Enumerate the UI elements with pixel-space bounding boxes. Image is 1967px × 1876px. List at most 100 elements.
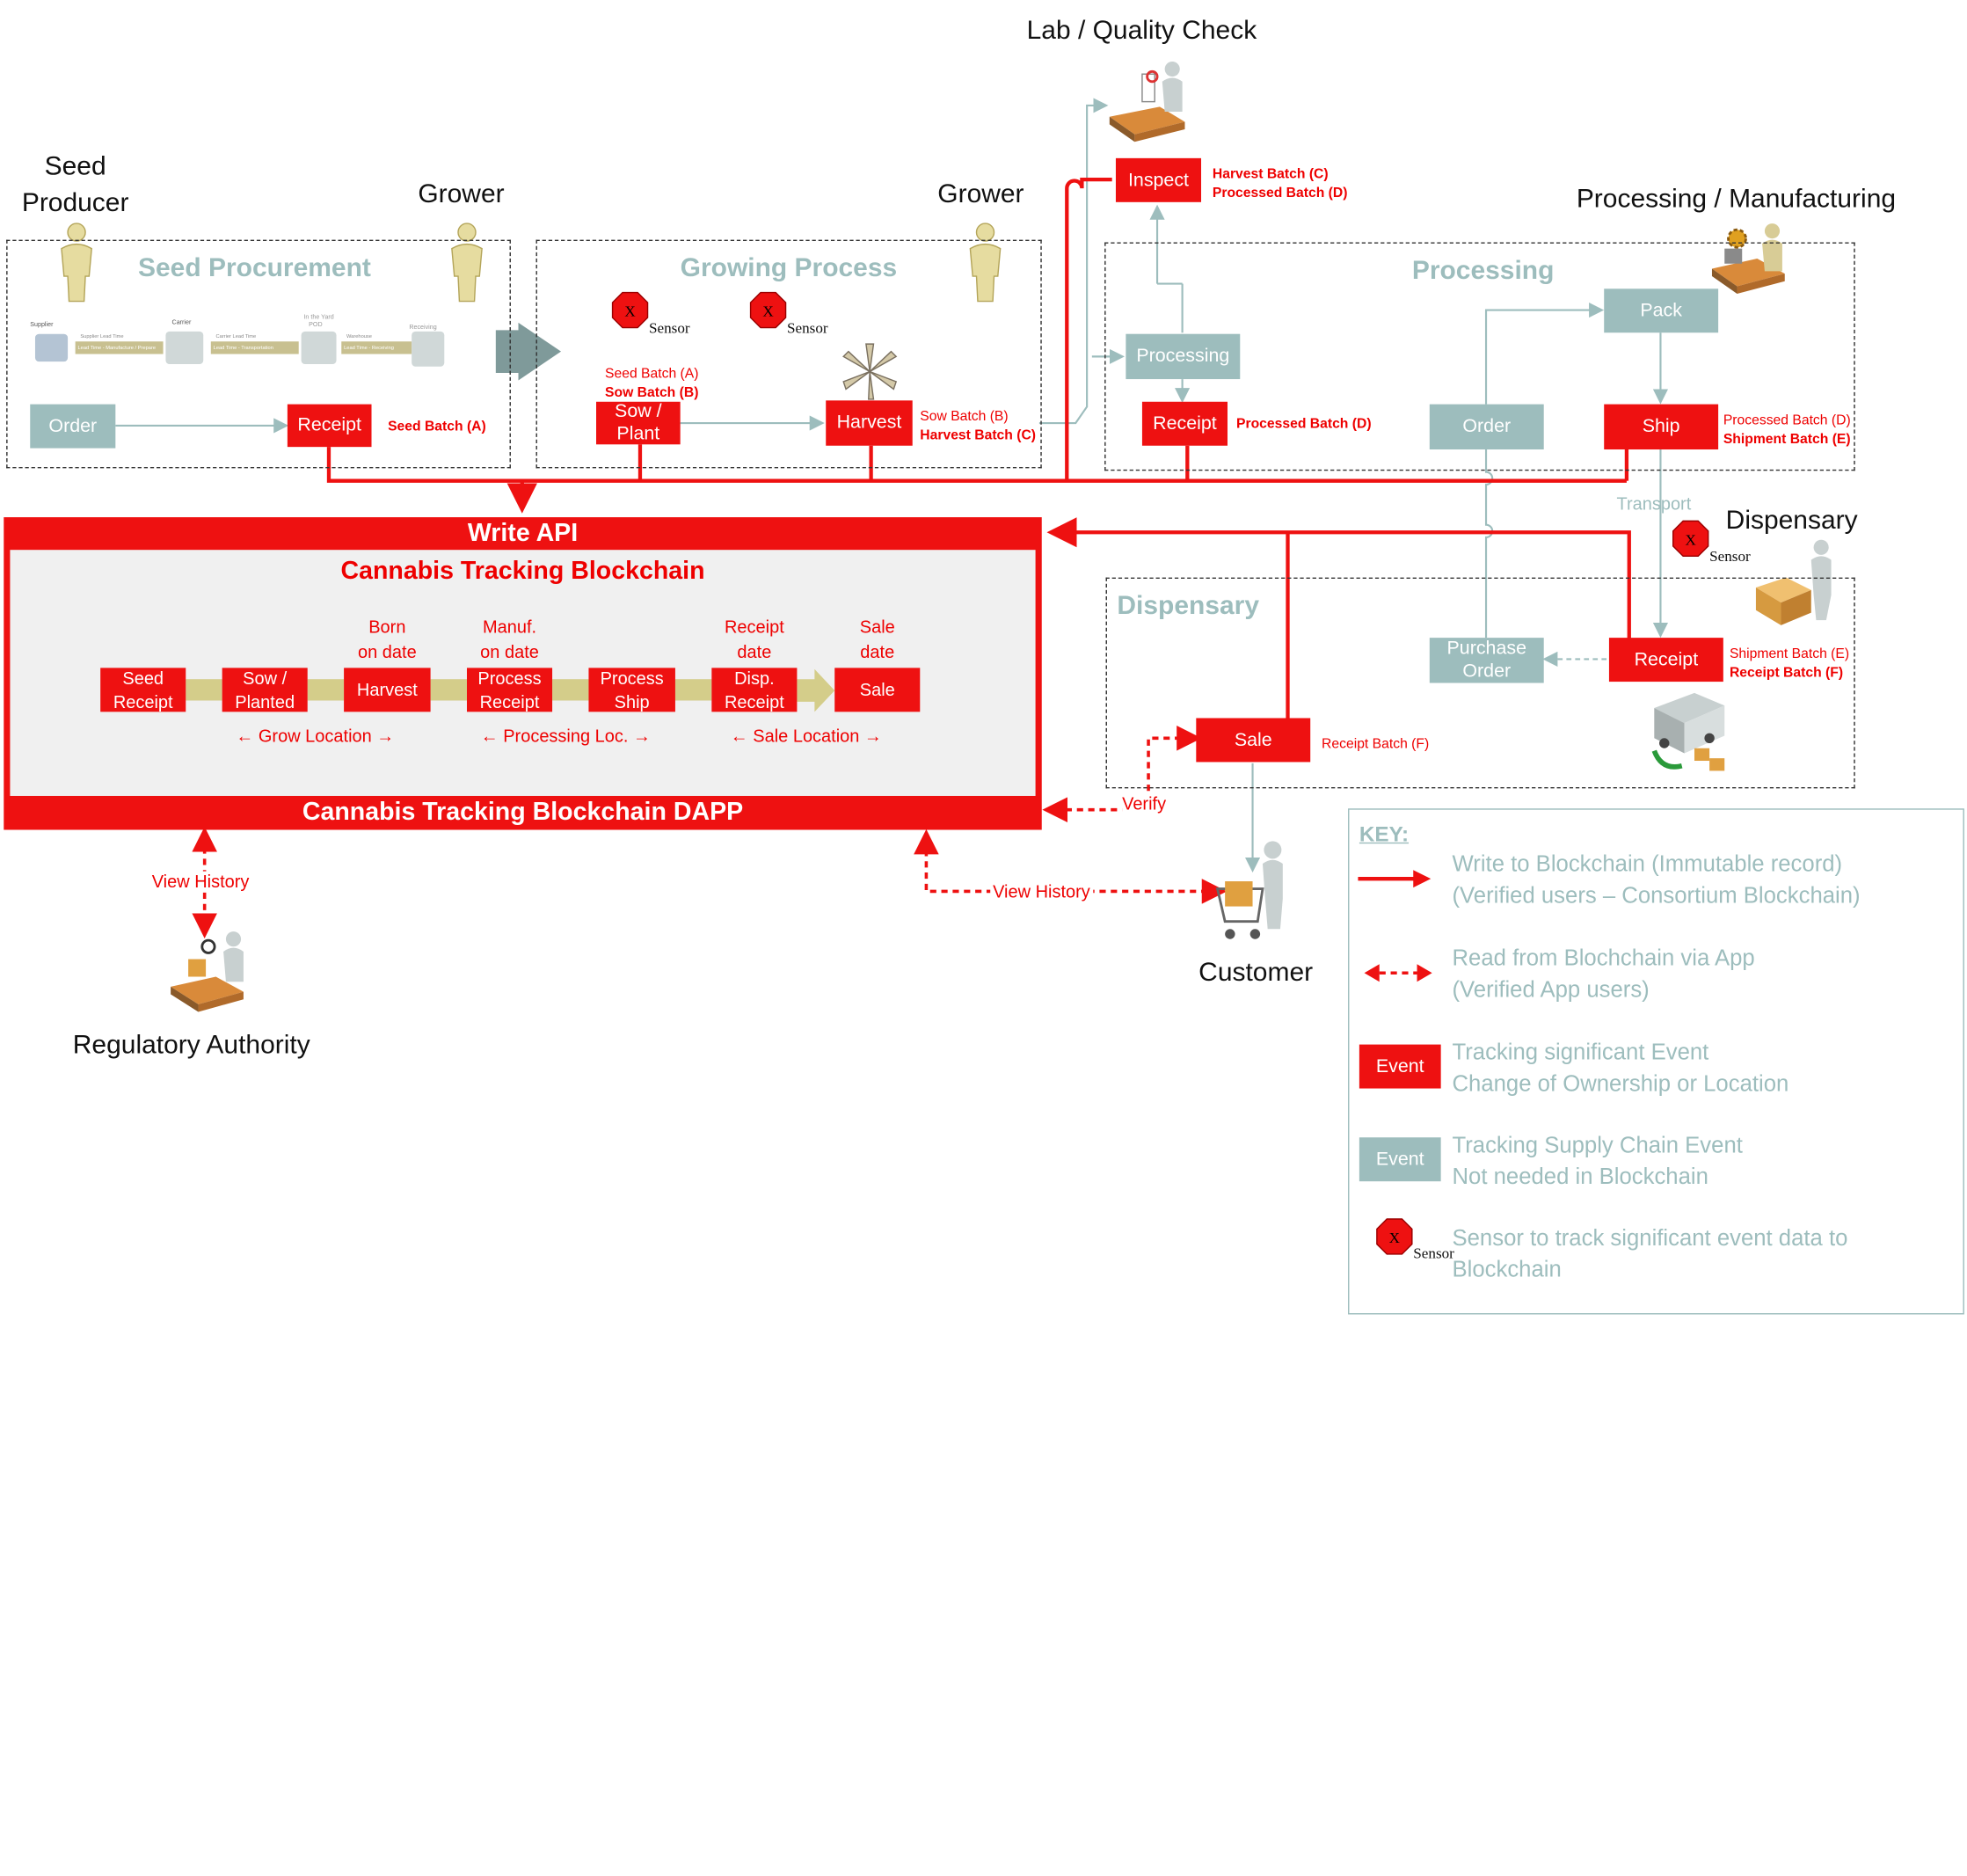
write-api-label: Write API: [467, 519, 579, 547]
actor-grower-1: Grower: [418, 179, 505, 208]
lab-worker-icon: [1109, 61, 1185, 142]
event-purchase-order[interactable]: Purchase Order: [1429, 638, 1544, 683]
event-order-processing[interactable]: Order: [1429, 404, 1544, 450]
chain-event-process-receipt[interactable]: Process Receipt: [466, 668, 553, 712]
batch-label-harvest: Sow Batch (B)Harvest Batch (C): [920, 409, 1037, 443]
event-pack[interactable]: Pack: [1604, 288, 1719, 333]
dispensary-box: [1105, 577, 1855, 789]
location-sale: ← Sale Location →: [730, 726, 882, 746]
sensor-icon: X: [1672, 520, 1709, 558]
chain-connector: [307, 679, 345, 701]
chain-event-harvest[interactable]: Harvest: [344, 668, 431, 712]
event-sale[interactable]: Sale: [1196, 718, 1311, 763]
flow-lines: [115, 98, 1669, 938]
verify-link[interactable]: Verify: [1122, 793, 1167, 814]
batch-label-sale: Receipt Batch (F): [1322, 736, 1430, 753]
actor-grower-2: Grower: [937, 179, 1024, 208]
mini-label-yard: In the Yard: [303, 313, 334, 322]
batch-label-dispensary: Shipment Batch (E)Receipt Batch (F): [1729, 646, 1850, 681]
view-history-regulatory[interactable]: View History: [151, 871, 250, 892]
event-sow-plant[interactable]: Sow / Plant: [596, 400, 681, 445]
mini-label-carrier: Carrier: [171, 318, 192, 327]
dispensary-worker-icon: [1755, 539, 1832, 625]
location-processing: ← Processing Loc. →: [480, 726, 651, 746]
event-inspect[interactable]: Inspect: [1115, 157, 1202, 202]
location-grow: ← Grow Location →: [236, 726, 395, 746]
event-receipt-seed[interactable]: Receipt: [287, 404, 372, 448]
mini-carrier-icon: [165, 331, 204, 364]
key-write-desc: Write to Blockchain (Immutable record) (…: [1452, 850, 1861, 909]
sensor-icon: X: [749, 291, 787, 329]
blockchain-title: Cannabis Tracking Blockchain: [340, 557, 705, 585]
key-read-desc: Read from Blochchain via App (Verified A…: [1452, 945, 1755, 1003]
svg-text:X: X: [762, 303, 774, 320]
processing-worker-icon: [1711, 223, 1785, 295]
seed-procurement-box: [6, 239, 511, 469]
chain-event-sow-planted[interactable]: Sow / Planted: [222, 668, 308, 712]
mini-bar-supplier: Supplier Lead Time Lead Time - Manufactu…: [75, 332, 164, 354]
event-receipt-processing[interactable]: Receipt: [1141, 401, 1228, 446]
mini-bar-carrier: Carrier Lead Time Lead Time - Transporta…: [210, 332, 299, 354]
batch-label-sow: Seed Batch (A)Sow Batch (B): [605, 366, 699, 401]
chain-date-born: Born on date: [358, 616, 417, 661]
key-write-arrow: [1358, 870, 1432, 888]
mini-label-receiving: Receiving: [409, 324, 437, 332]
processing-box: [1104, 242, 1855, 471]
chain-event-seed-receipt[interactable]: Seed Receipt: [100, 668, 186, 712]
transport-label: Transport: [1616, 493, 1692, 514]
section-dispensary: Dispensary: [1117, 591, 1260, 621]
key-legend: [1348, 808, 1964, 1315]
chain-connector: [552, 679, 589, 701]
mini-bar-warehouse: Warehouse Lead Time - Receiving: [341, 332, 412, 354]
sensor-label: Sensor: [786, 318, 828, 337]
event-receipt-dispensary[interactable]: Receipt: [1608, 638, 1723, 683]
key-read-arrow: [1364, 964, 1432, 982]
event-harvest[interactable]: Harvest: [826, 400, 913, 446]
key-sensor-desc: Sensor to track significant event data t…: [1452, 1225, 1848, 1282]
chain-connector: [674, 679, 712, 701]
chain-event-sale[interactable]: Sale: [834, 668, 921, 712]
section-growing-process: Growing Process: [680, 253, 898, 283]
section-processing: Processing: [1411, 256, 1555, 286]
dapp-label: Cannabis Tracking Blockchain DAPP: [302, 798, 744, 827]
key-event-red-desc: Tracking significant Event Change of Own…: [1452, 1039, 1789, 1097]
svg-text:X: X: [1686, 531, 1697, 548]
person-icon: [61, 223, 92, 303]
batch-label-seed-receipt: Seed Batch (A): [388, 419, 486, 434]
chain-date-manuf: Manuf. on date: [480, 616, 539, 661]
mini-supply-flow: Supplier Carrier In the Yard POD Receivi…: [27, 314, 454, 376]
batch-label-inspect: Harvest Batch (C)Processed Batch (D): [1212, 166, 1348, 201]
view-history-customer[interactable]: View History: [990, 881, 1093, 902]
key-event-gray: Event: [1359, 1137, 1441, 1182]
event-order-seed[interactable]: Order: [30, 404, 116, 449]
actor-regulatory: Regulatory Authority: [72, 1030, 310, 1060]
key-sensor-label: Sensor: [1413, 1244, 1454, 1262]
event-processing-lab[interactable]: Processing: [1126, 333, 1241, 380]
mini-yard-icon: [301, 331, 337, 364]
actor-processing-manufacturing: Processing / Manufacturing: [1576, 184, 1897, 214]
key-title: KEY:: [1359, 821, 1410, 847]
mini-label-supplier: Supplier: [30, 321, 54, 329]
actor-customer: Customer: [1198, 958, 1314, 987]
mini-label-pod: POD: [309, 321, 323, 329]
batch-label-ship: Processed Batch (D)Shipment Batch (E): [1723, 412, 1851, 447]
svg-text:X: X: [624, 303, 636, 320]
key-sensor-icon: X: [1376, 1218, 1413, 1255]
chain-event-disp-receipt[interactable]: Disp. Receipt: [711, 668, 798, 712]
key-event-red: Event: [1359, 1044, 1441, 1089]
chain-arrow: [797, 668, 835, 712]
actor-dispensary: Dispensary: [1725, 506, 1858, 536]
chain-event-process-ship[interactable]: Process Ship: [588, 668, 675, 712]
growing-process-box: [535, 239, 1042, 469]
key-event-gray-desc: Tracking Supply Chain Event Not needed i…: [1452, 1132, 1743, 1190]
event-ship[interactable]: Ship: [1604, 404, 1719, 450]
mini-receiving-icon: [412, 331, 445, 367]
section-seed-procurement: Seed Procurement: [138, 253, 371, 283]
actor-lab: Lab / Quality Check: [1026, 16, 1257, 46]
chain-connector: [186, 679, 222, 701]
mini-supplier-icon: [34, 333, 69, 362]
sensor-label: Sensor: [1709, 547, 1751, 566]
chain-date-receipt: Receipt date: [724, 616, 784, 661]
sensor-icon: X: [611, 291, 649, 329]
chain-date-sale: Sale date: [859, 616, 895, 661]
